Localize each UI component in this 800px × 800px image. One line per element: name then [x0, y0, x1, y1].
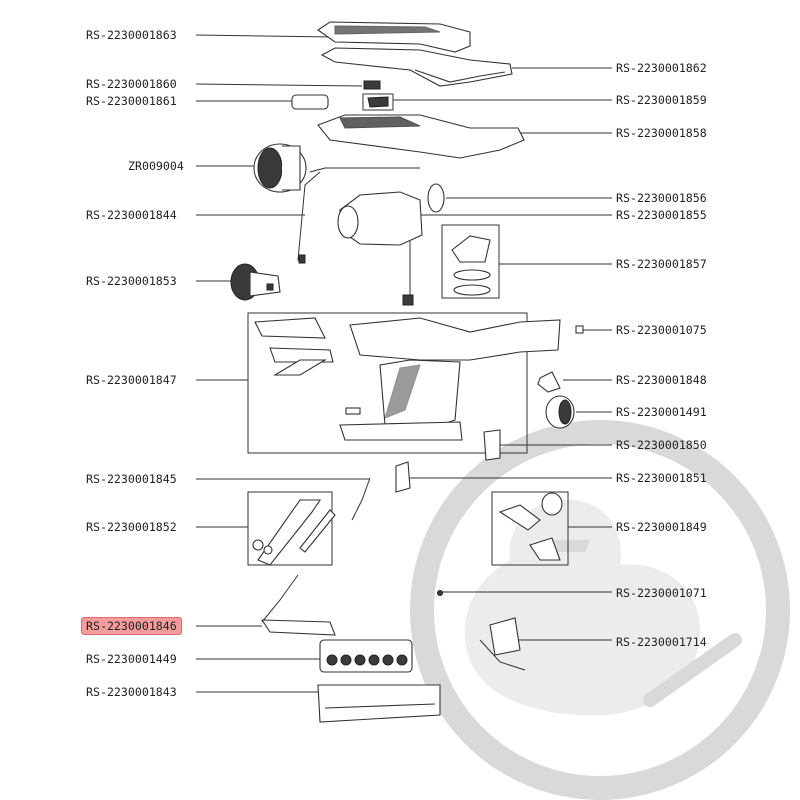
part-handle-assembly [254, 317, 561, 441]
label-rs-2230001491[interactable]: RS-2230001491 [616, 405, 707, 419]
box-1849 [491, 491, 569, 566]
part-1849-kit [498, 492, 563, 561]
watermark-wand [643, 633, 742, 707]
box-1859 [362, 93, 394, 111]
label-rs-2230001855[interactable]: RS-2230001855 [616, 208, 707, 222]
part-1859 [367, 96, 389, 108]
part-1845-wire [351, 477, 371, 521]
label-rs-2230001848[interactable]: RS-2230001848 [616, 373, 707, 387]
label-rs-2230001852[interactable]: RS-2230001852 [86, 520, 177, 534]
label-rs-2230001714[interactable]: RS-2230001714 [616, 635, 707, 649]
part-top-cover [317, 21, 513, 87]
label-zr009004[interactable]: ZR009004 [128, 159, 184, 173]
label-rs-2230001863[interactable]: RS-2230001863 [86, 28, 177, 42]
part-1848 [537, 371, 561, 393]
label-rs-2230001075[interactable]: RS-2230001075 [616, 323, 707, 337]
label-rs-2230001862[interactable]: RS-2230001862 [616, 61, 707, 75]
box-1857 [441, 224, 500, 299]
part-charger [479, 617, 526, 671]
box-1847 [247, 312, 528, 454]
part-main-body-1858 [317, 114, 525, 159]
label-rs-2230001859[interactable]: RS-2230001859 [616, 93, 707, 107]
part-1491 [545, 395, 575, 429]
label-rs-2230001857[interactable]: RS-2230001857 [616, 257, 707, 271]
part-1071 [437, 590, 443, 596]
part-cyclone-seal [451, 235, 491, 296]
part-1846-cable [260, 574, 336, 636]
label-rs-2230001843[interactable]: RS-2230001843 [86, 685, 177, 699]
label-rs-2230001850[interactable]: RS-2230001850 [616, 438, 707, 452]
part-1852-kit [252, 499, 336, 566]
part-knob [230, 263, 281, 301]
part-battery-pack [319, 639, 413, 673]
label-rs-2230001858[interactable]: RS-2230001858 [616, 126, 707, 140]
watermark-logo [410, 420, 790, 800]
label-rs-2230001844[interactable]: RS-2230001844 [86, 208, 177, 222]
label-rs-2230001851[interactable]: RS-2230001851 [616, 471, 707, 485]
part-1850 [483, 429, 501, 461]
part-motor [337, 191, 423, 306]
part-1861 [291, 94, 329, 110]
label-rs-2230001846-highlighted[interactable]: RS-2230001846 [81, 617, 182, 635]
watermark-ring [410, 420, 790, 800]
label-rs-2230001071[interactable]: RS-2230001071 [616, 586, 707, 600]
label-rs-2230001861[interactable]: RS-2230001861 [86, 94, 177, 108]
part-o-ring [427, 183, 445, 213]
label-rs-2230001856[interactable]: RS-2230001856 [616, 191, 707, 205]
part-1860 [363, 80, 381, 90]
leader-lines-right [393, 67, 612, 641]
label-rs-2230001849[interactable]: RS-2230001849 [616, 520, 707, 534]
label-rs-2230001845[interactable]: RS-2230001845 [86, 472, 177, 486]
box-1852 [247, 491, 333, 566]
part-filter [253, 143, 307, 193]
label-rs-2230001847[interactable]: RS-2230001847 [86, 373, 177, 387]
part-1851 [395, 461, 411, 493]
part-base-plate [317, 684, 441, 723]
watermark-duck-body [464, 499, 700, 716]
label-rs-2230001860[interactable]: RS-2230001860 [86, 77, 177, 91]
label-rs-2230001449[interactable]: RS-2230001449 [86, 652, 177, 666]
label-rs-2230001853[interactable]: RS-2230001853 [86, 274, 177, 288]
part-small-clip [345, 407, 361, 415]
part-1075 [575, 325, 584, 334]
wire-connector [298, 254, 306, 264]
leader-lines-left [195, 34, 370, 693]
